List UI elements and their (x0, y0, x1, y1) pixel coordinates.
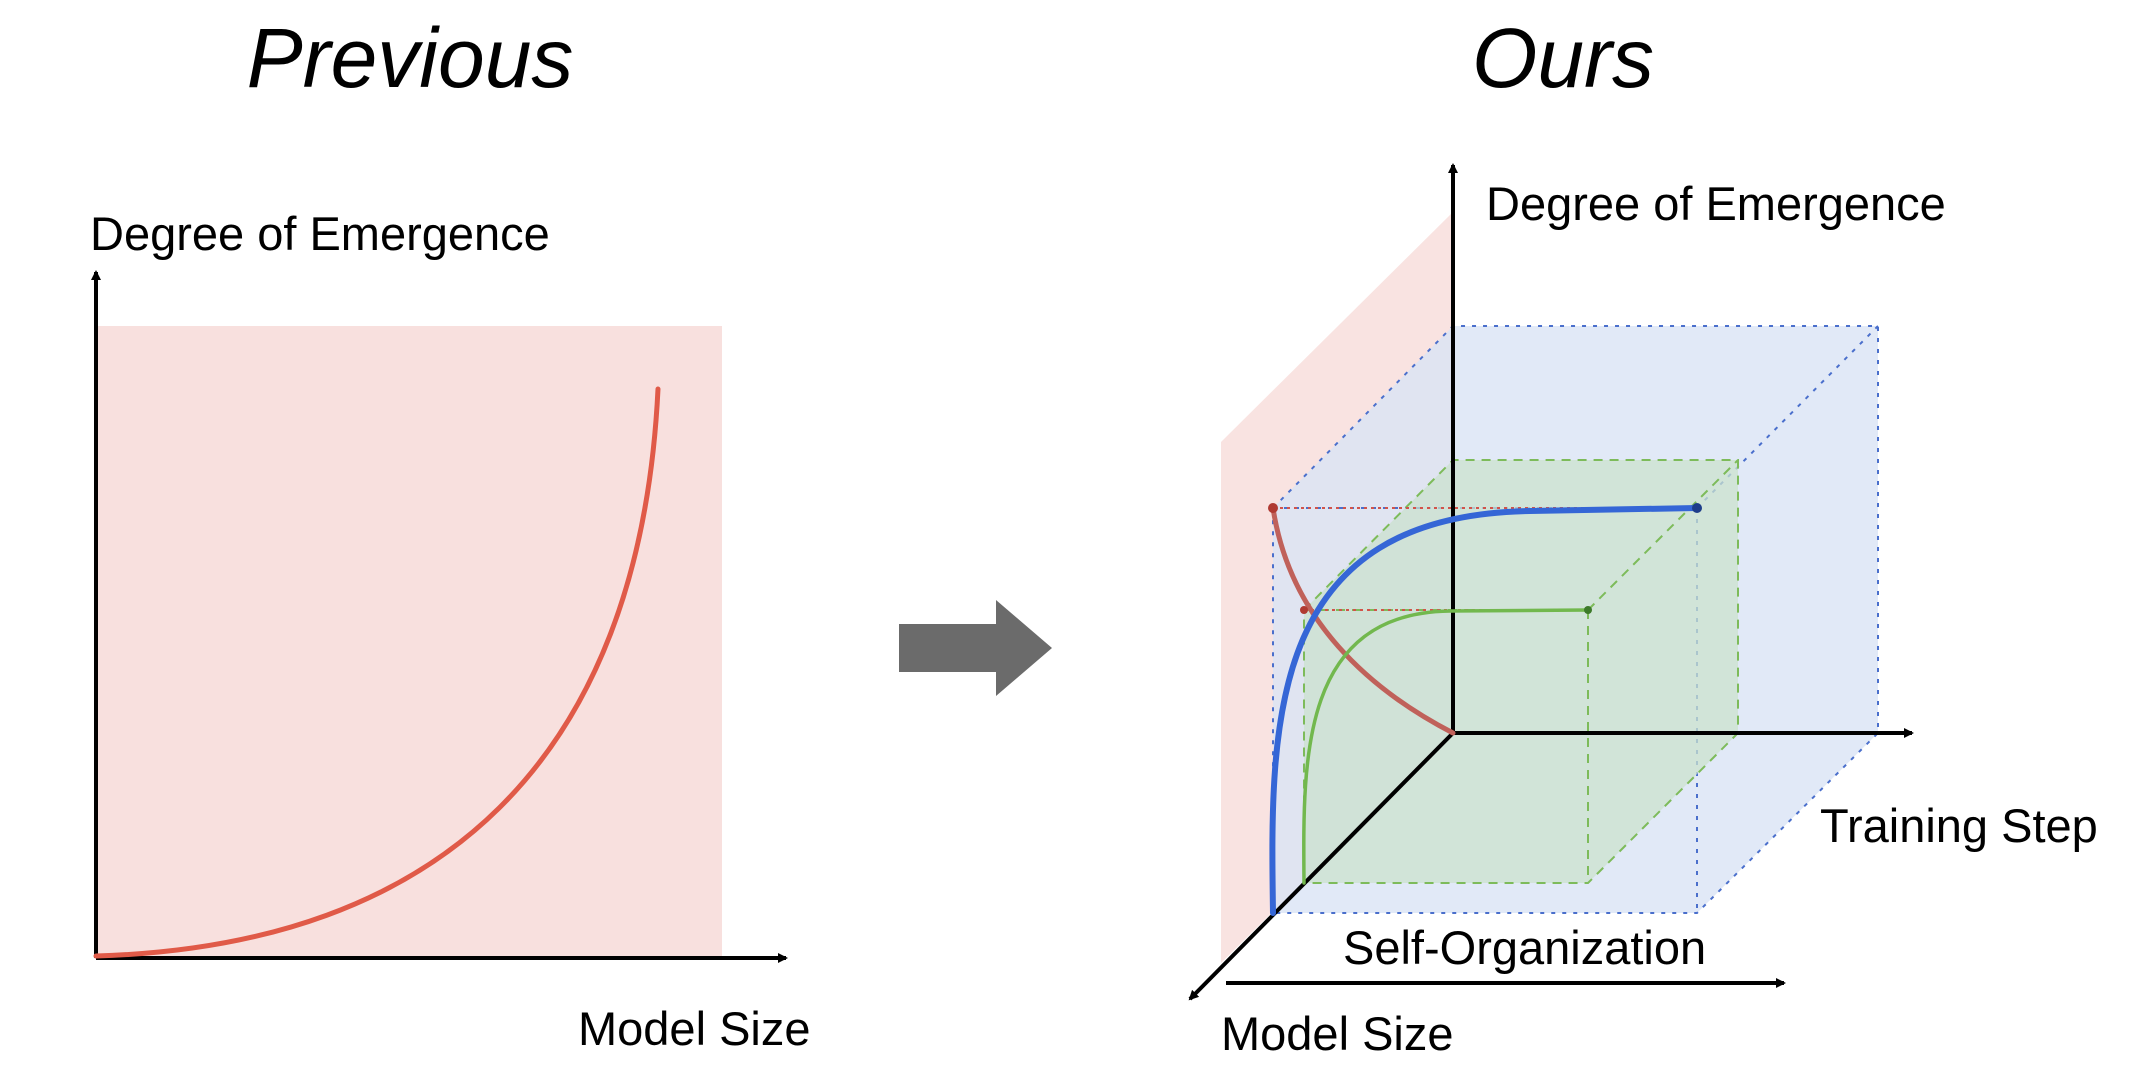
ours-self-organization-label: Self-Organization (1343, 921, 1706, 974)
ours-green-volume (1304, 460, 1738, 883)
previous-panel: Previous Degree of Emergence Model Size (90, 11, 811, 1055)
ours-model-size-axis (1188, 731, 1455, 1001)
ours-green-curve (1302, 608, 1590, 885)
ours-point-green (1584, 606, 1592, 614)
ours-training-step-label: Training Step (1820, 799, 2098, 852)
ours-panel: Ours (1188, 11, 2098, 1060)
ours-point-red-upper (1268, 503, 1278, 513)
ours-title: Ours (1472, 11, 1654, 105)
transition-arrow-icon (899, 600, 1052, 696)
ours-point-red-lower (1300, 606, 1308, 614)
previous-shaded-region (96, 326, 722, 958)
previous-emergence-curve (93, 386, 661, 959)
previous-y-axis-label: Degree of Emergence (90, 207, 550, 260)
ours-point-blue (1692, 503, 1702, 513)
previous-title: Previous (247, 11, 574, 105)
ours-model-size-label: Model Size (1221, 1007, 1454, 1060)
ours-vertical-axis-label: Degree of Emergence (1486, 177, 1946, 230)
ours-model-size-curve (1270, 505, 1456, 736)
previous-x-axis-label: Model Size (578, 1002, 811, 1055)
ours-blue-curve (1269, 505, 1700, 916)
